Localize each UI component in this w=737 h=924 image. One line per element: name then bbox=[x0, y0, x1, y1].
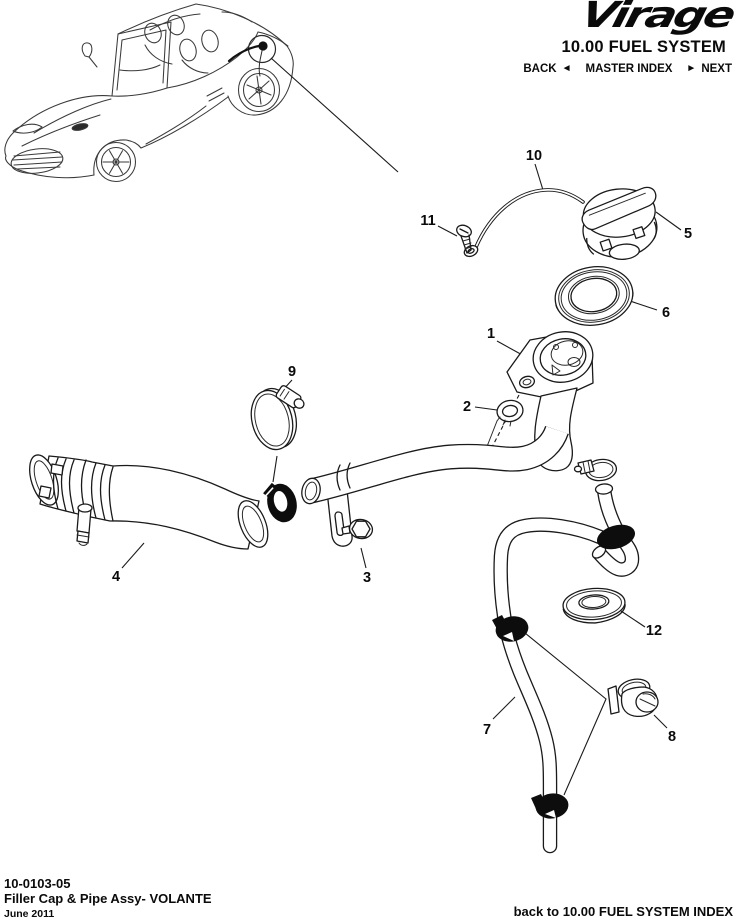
leader-lines bbox=[121, 163, 682, 796]
part-9-black-ring bbox=[263, 482, 297, 523]
part-9-hose-clamp bbox=[250, 385, 305, 451]
callout-label-8: 8 bbox=[667, 729, 677, 745]
fuel-system-index-link[interactable]: back to 10.00 FUEL SYSTEM INDEX bbox=[513, 904, 733, 919]
callout-label-2: 2 bbox=[462, 399, 472, 415]
part-4-filler-hose bbox=[29, 454, 269, 550]
part-7-breather-pipe bbox=[493, 483, 640, 854]
nav-back-link[interactable]: BACK bbox=[523, 63, 557, 75]
callout-label-3: 3 bbox=[362, 570, 372, 586]
car-illustration bbox=[4, 3, 294, 183]
back-arrow-icon[interactable]: ◄ bbox=[561, 62, 572, 74]
callout-label-1: 1 bbox=[486, 326, 496, 342]
part-11-screw bbox=[456, 224, 472, 254]
part-2-grommet bbox=[485, 399, 524, 450]
pipe-clip-black-upper bbox=[492, 615, 529, 642]
callout-label-12: 12 bbox=[645, 623, 663, 639]
part-12-grommet-ring bbox=[562, 587, 626, 624]
callout-label-7: 7 bbox=[482, 722, 492, 738]
part-10-tether-cable bbox=[463, 188, 585, 258]
next-arrow-icon[interactable]: ► bbox=[686, 62, 697, 74]
part-1-filler-neck bbox=[506, 331, 594, 472]
callout-label-10: 10 bbox=[525, 148, 543, 164]
document-number: 10-0103-05 bbox=[4, 876, 71, 891]
virage-logo: Virage bbox=[576, 0, 737, 36]
part-6-seal-ring bbox=[554, 266, 634, 326]
part-5-fuel-filler-cap bbox=[581, 186, 658, 260]
callout-label-4: 4 bbox=[111, 569, 121, 585]
callout-label-9: 9 bbox=[287, 364, 297, 380]
section-title: 10.00 FUEL SYSTEM bbox=[561, 38, 726, 56]
callout-label-11: 11 bbox=[420, 213, 436, 229]
nav-bar: BACK ◄ MASTER INDEX ► NEXT bbox=[523, 62, 732, 76]
fuel-filler-callout bbox=[227, 34, 399, 173]
part-3-bolt bbox=[341, 518, 374, 540]
part-8-clip bbox=[607, 678, 659, 718]
callout-label-6: 6 bbox=[661, 305, 671, 321]
document-title: Filler Cap & Pipe Assy- VOLANTE bbox=[4, 891, 212, 906]
issue-date: June 2011 bbox=[4, 908, 55, 920]
main-filler-pipe bbox=[301, 425, 569, 505]
nav-next-link[interactable]: NEXT bbox=[701, 63, 732, 75]
pipe-clip-black-lower bbox=[531, 793, 569, 819]
hose-bleed-nipple bbox=[76, 503, 93, 546]
callout-label-5: 5 bbox=[683, 226, 693, 242]
nav-master-index-link[interactable]: MASTER INDEX bbox=[585, 63, 673, 75]
breather-worm-clamp bbox=[573, 458, 618, 482]
